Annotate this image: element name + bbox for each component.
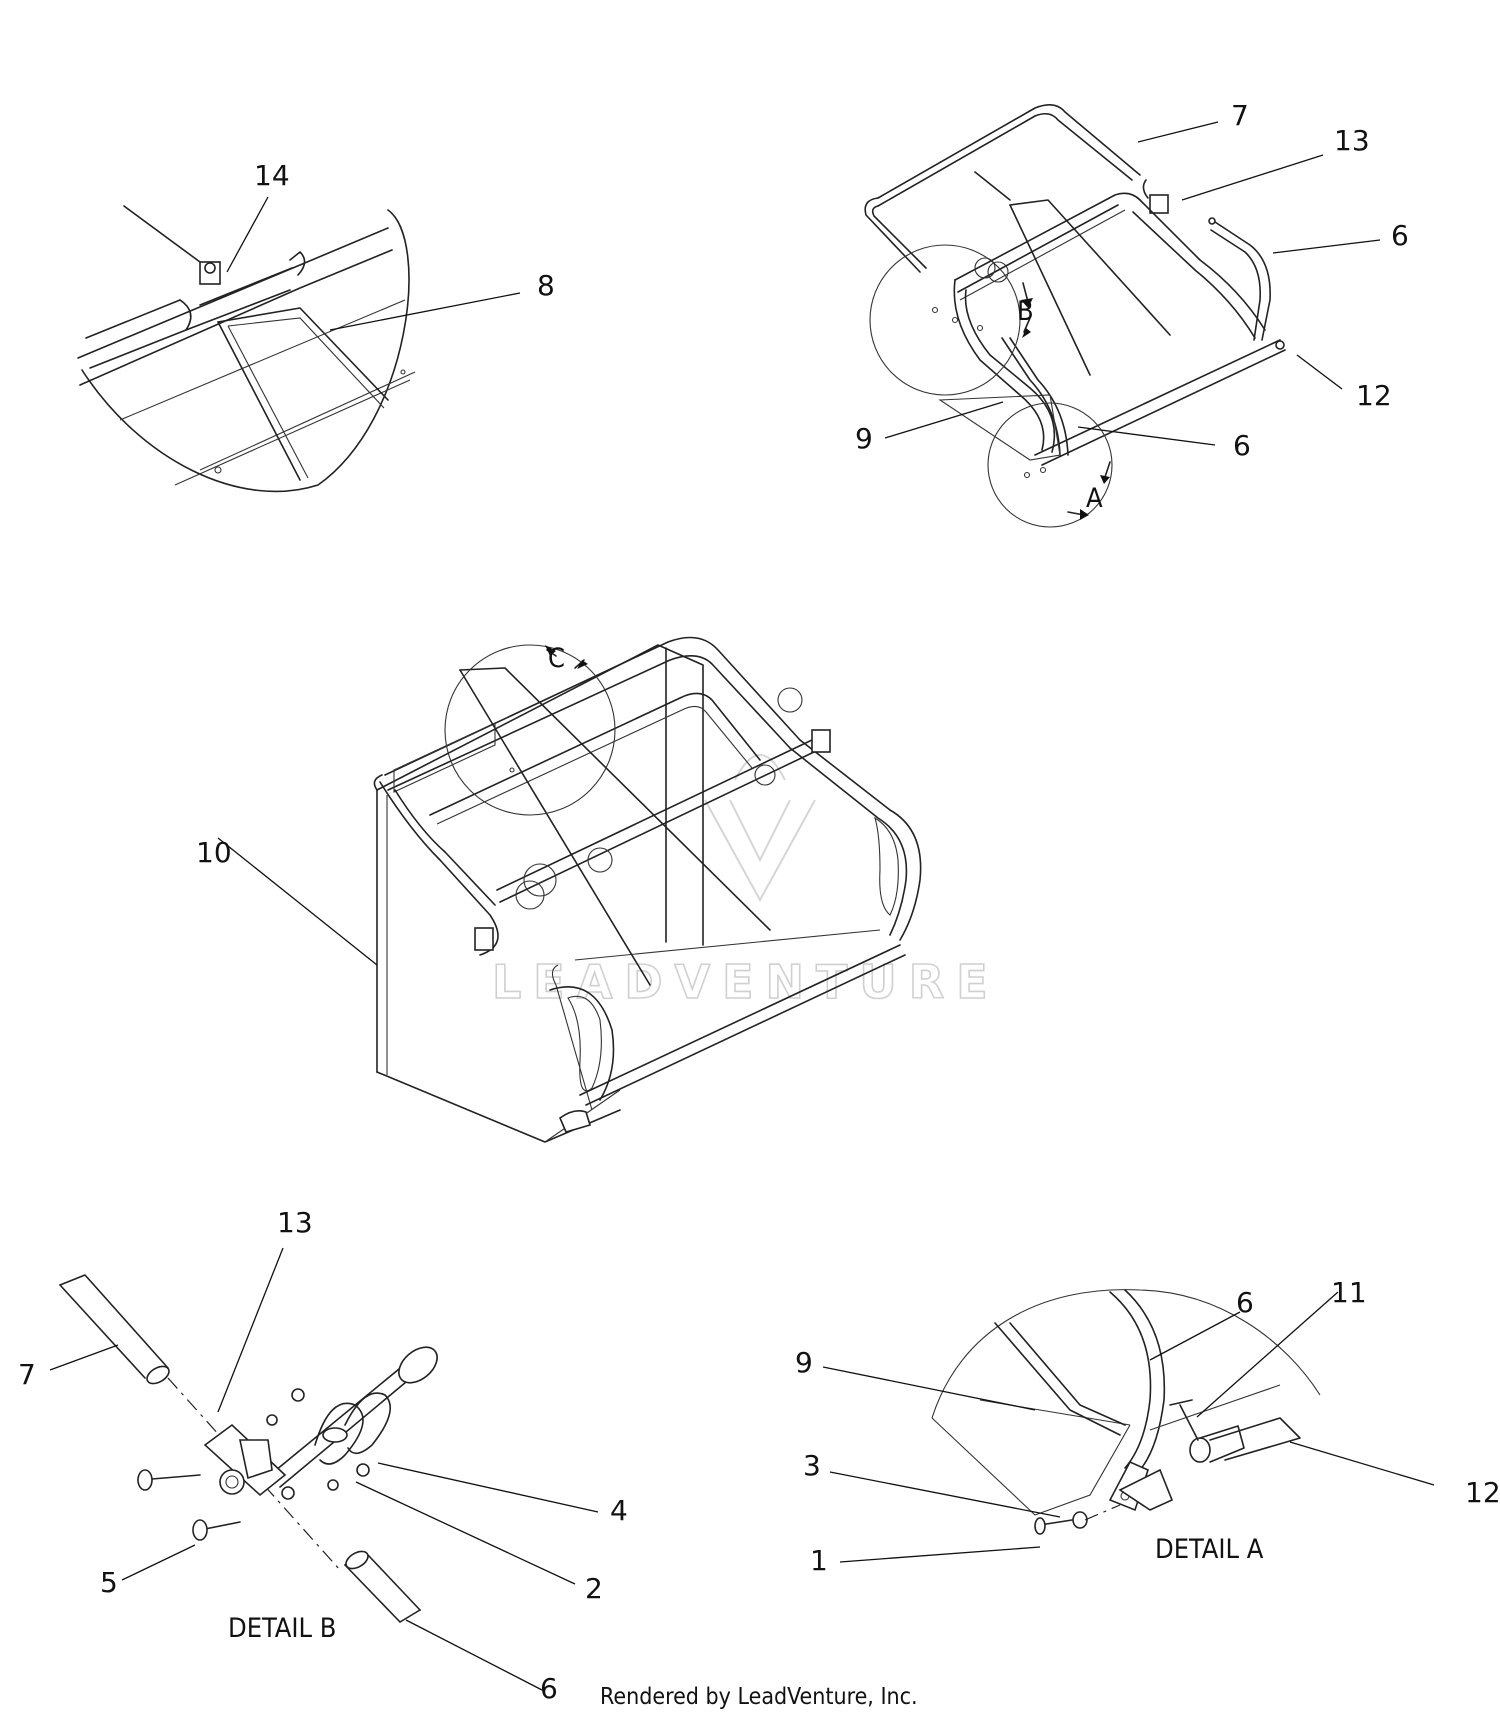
detail-b-caption: DETAIL B	[228, 1613, 336, 1644]
callout-11-detail-a: 11	[1331, 1276, 1367, 1309]
footer-credit: Rendered by LeadVenture, Inc.	[600, 1684, 918, 1710]
callout-13-top: 13	[1334, 124, 1370, 157]
view-marker-c: C	[548, 643, 565, 674]
callout-14-top: 14	[254, 159, 290, 192]
view-marker-a: A	[1086, 483, 1103, 514]
callout-8-top: 8	[537, 269, 555, 302]
detail-a-view: DETAIL A	[931, 1289, 1321, 1565]
callout-10-main: 10	[196, 836, 232, 869]
callout-12-top: 12	[1356, 379, 1392, 412]
callout-12-detail-a: 12	[1465, 1476, 1500, 1509]
view-markers: B A C	[548, 296, 1103, 674]
callout-7-detail-b: 7	[18, 1358, 36, 1391]
callout-7-top: 7	[1231, 99, 1249, 132]
callout-6-detail-a: 6	[1236, 1286, 1254, 1319]
callout-6-top-mid: 6	[1233, 429, 1251, 462]
main-bag-assembly	[373, 636, 922, 1143]
detail-c-view	[77, 205, 416, 493]
callout-9-top: 9	[855, 422, 873, 455]
callout-6-top-right: 6	[1391, 219, 1409, 252]
callout-2-detail-b: 2	[585, 1572, 603, 1605]
watermark-text: LEADVENTURE	[492, 955, 1000, 1009]
callout-4-detail-b: 4	[610, 1494, 628, 1527]
frame-exploded-view	[864, 104, 1286, 528]
watermark: LEADVENTURE	[491, 754, 1000, 1010]
callout-1-detail-a: 1	[810, 1544, 828, 1577]
callout-5-detail-b: 5	[100, 1566, 118, 1599]
leader-lines	[49, 121, 1435, 1691]
callout-labels: 14 8 7 13 6 12 9 6 10 13 7 4 2 5 6 6 11 …	[18, 99, 1500, 1705]
callout-3-detail-a: 3	[803, 1449, 821, 1482]
callout-13-detail-b: 13	[277, 1206, 313, 1239]
detail-b-view: DETAIL B	[59, 1274, 438, 1644]
callout-9-detail-a: 9	[795, 1346, 813, 1379]
view-marker-b: B	[1017, 296, 1034, 327]
detail-a-caption: DETAIL A	[1155, 1534, 1264, 1565]
callout-6-detail-b: 6	[540, 1672, 558, 1705]
